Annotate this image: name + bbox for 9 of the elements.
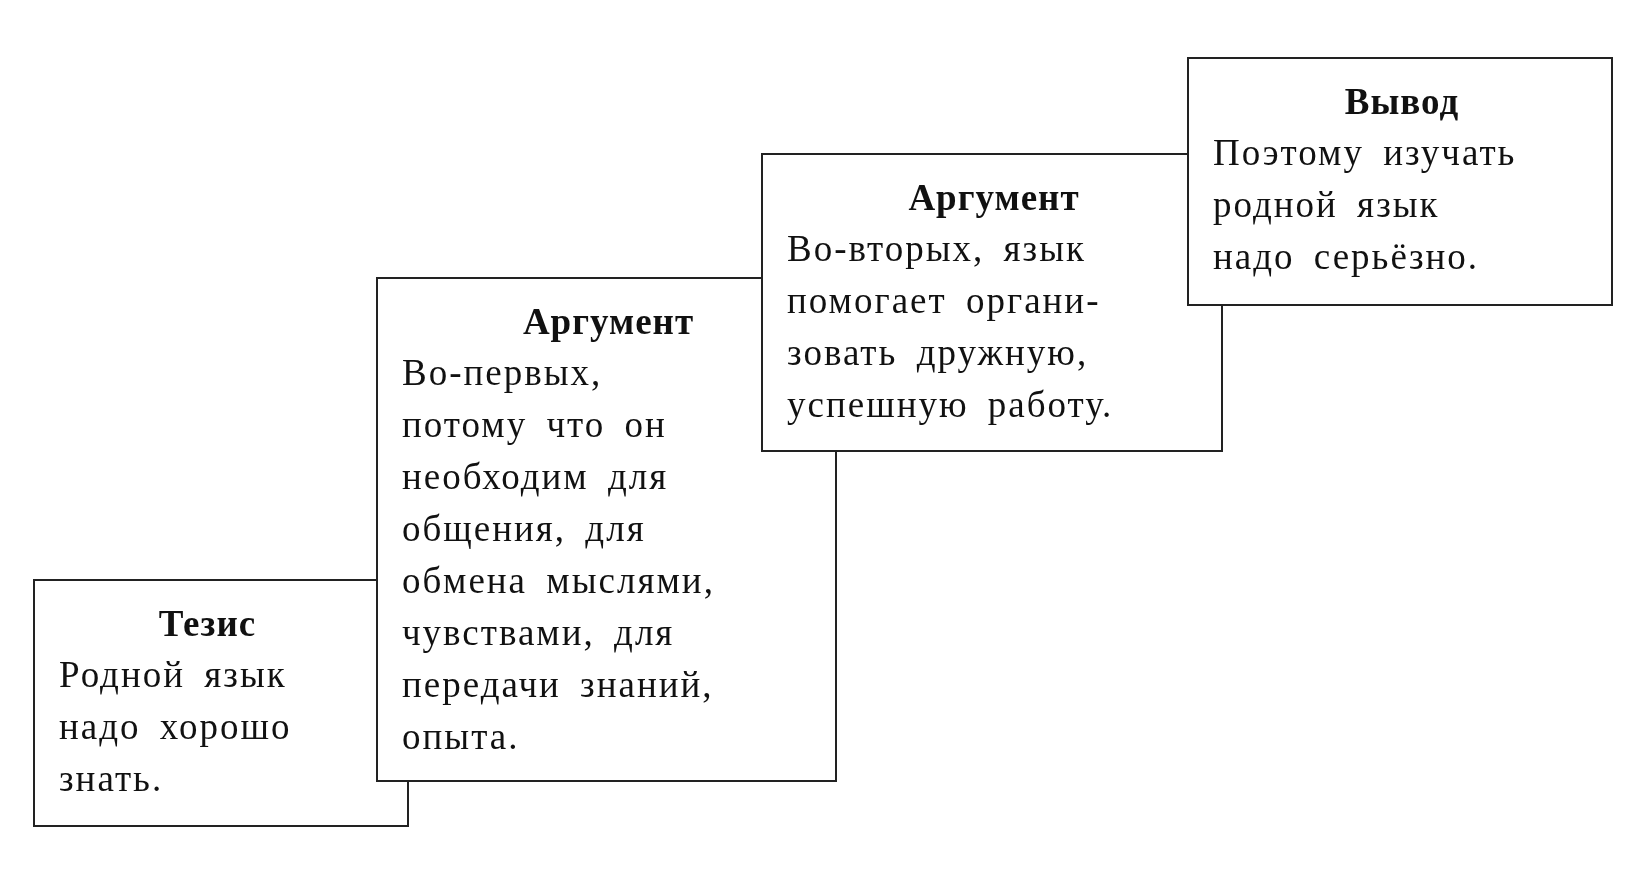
- body-text: Родной язык надо хорошо знать.: [59, 653, 293, 801]
- body-text: Поэтому изучать родной язык надо серьёзно.: [1213, 131, 1518, 279]
- heading: Аргумент: [907, 176, 1081, 220]
- heading: Тезис: [157, 602, 258, 646]
- body-text: Во-вторых, язык помогает органи- зовать дружную, успешную работу.: [787, 227, 1115, 427]
- text-box: [33, 579, 376, 827]
- heading: Вывод: [1343, 80, 1461, 124]
- body-text: Во-первых, потому что он необходим для общения, для обмена мыслями, чувствами, для передачи знаний, опыта.: [402, 351, 716, 759]
- text-box: [1187, 57, 1613, 306]
